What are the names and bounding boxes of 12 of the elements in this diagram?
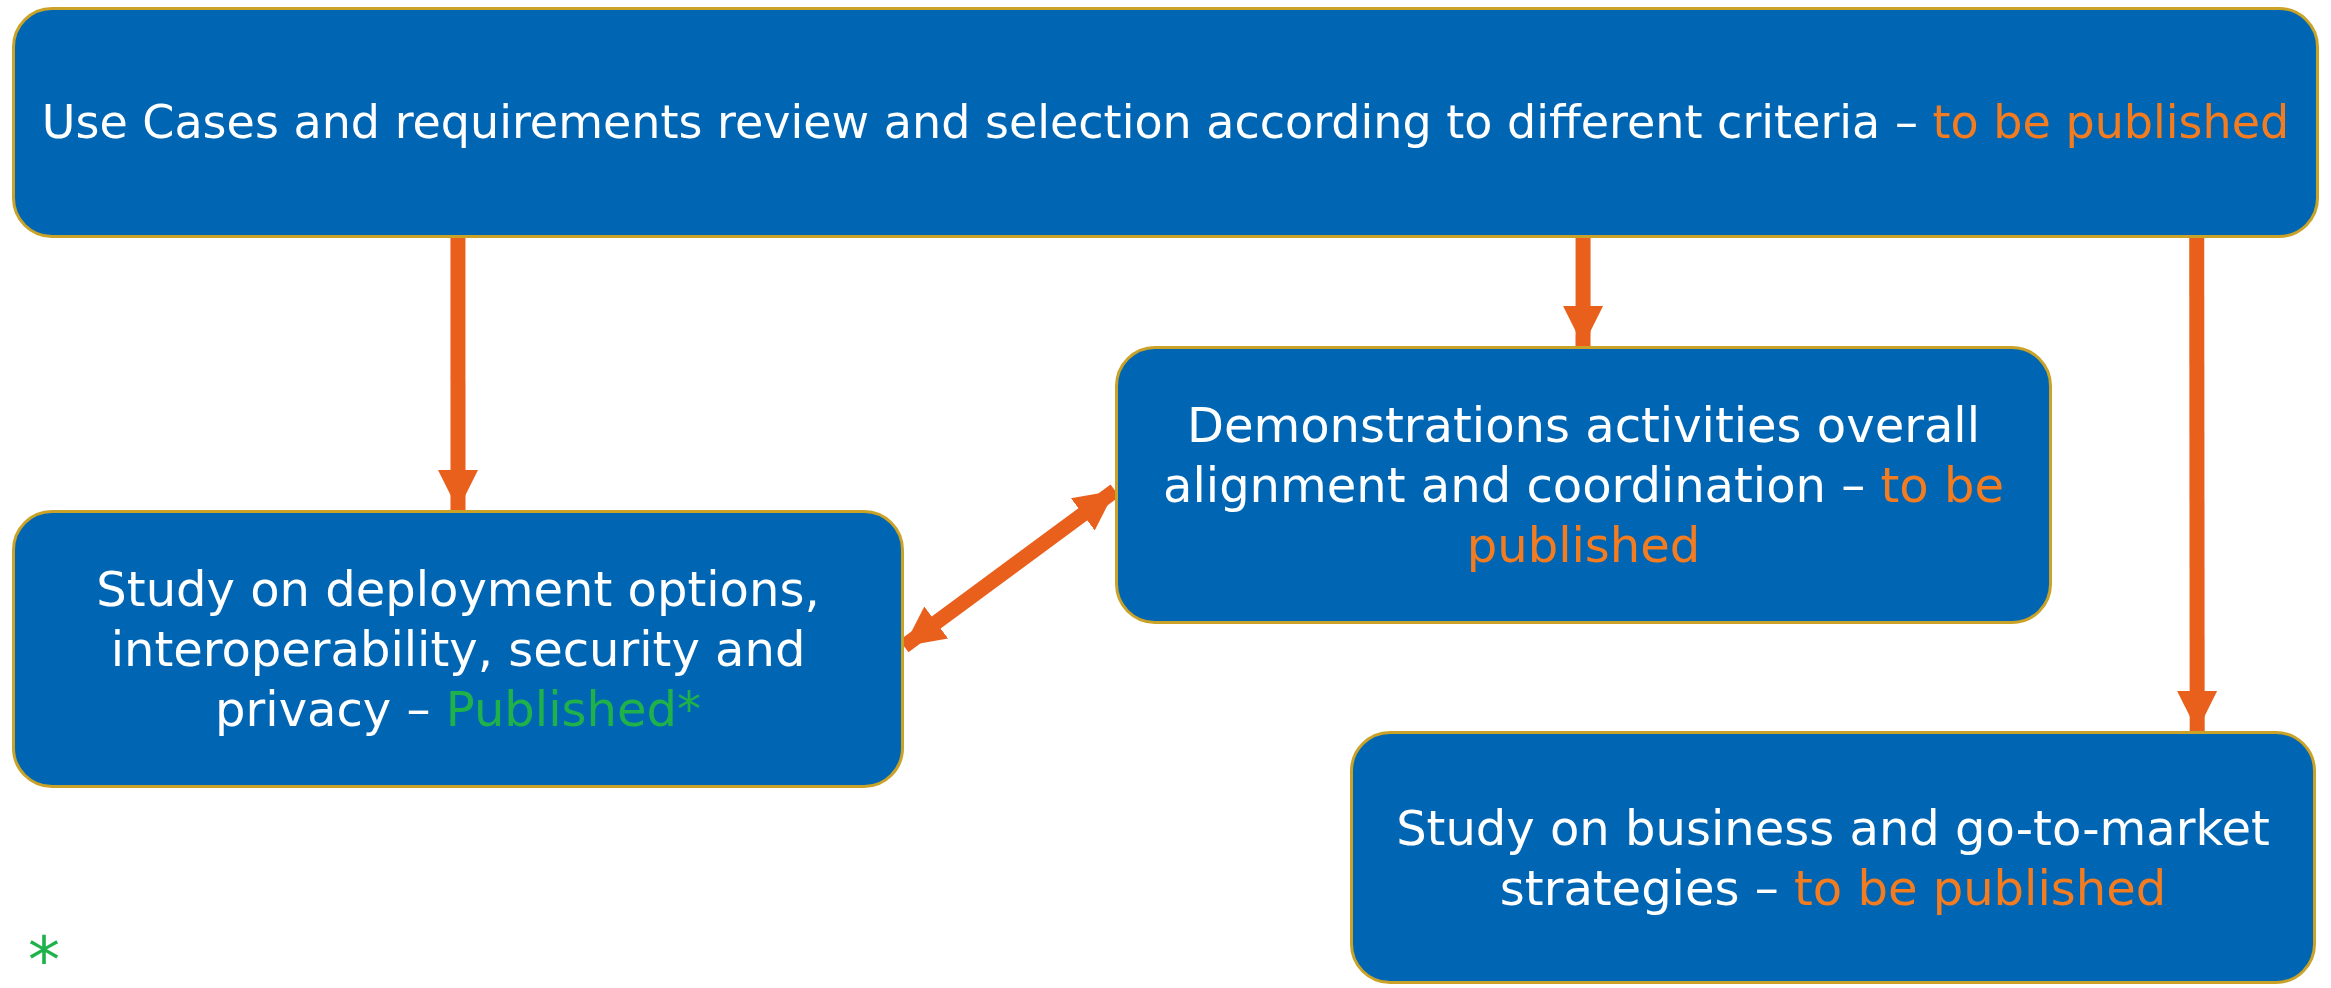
process-box [1115, 346, 2052, 624]
arrow [438, 238, 478, 510]
node-text: Use Cases and requirements review and selection according to different criteria – to be published [41, 93, 2290, 151]
node-text: Study on business and go-to-market strategies – to be published [1395, 798, 2271, 918]
arrow [2177, 238, 2218, 731]
node-text: Study on deployment options, interoperability, security and privacy – Published* [95, 560, 821, 739]
process-box [12, 7, 2319, 238]
footnote-mark: * [28, 928, 60, 988]
process-box [1350, 731, 2316, 984]
node-text: Demonstrations activities overall alignment and coordination – to be published [1162, 396, 2005, 575]
arrow [1563, 238, 1604, 346]
process-box [12, 510, 904, 788]
